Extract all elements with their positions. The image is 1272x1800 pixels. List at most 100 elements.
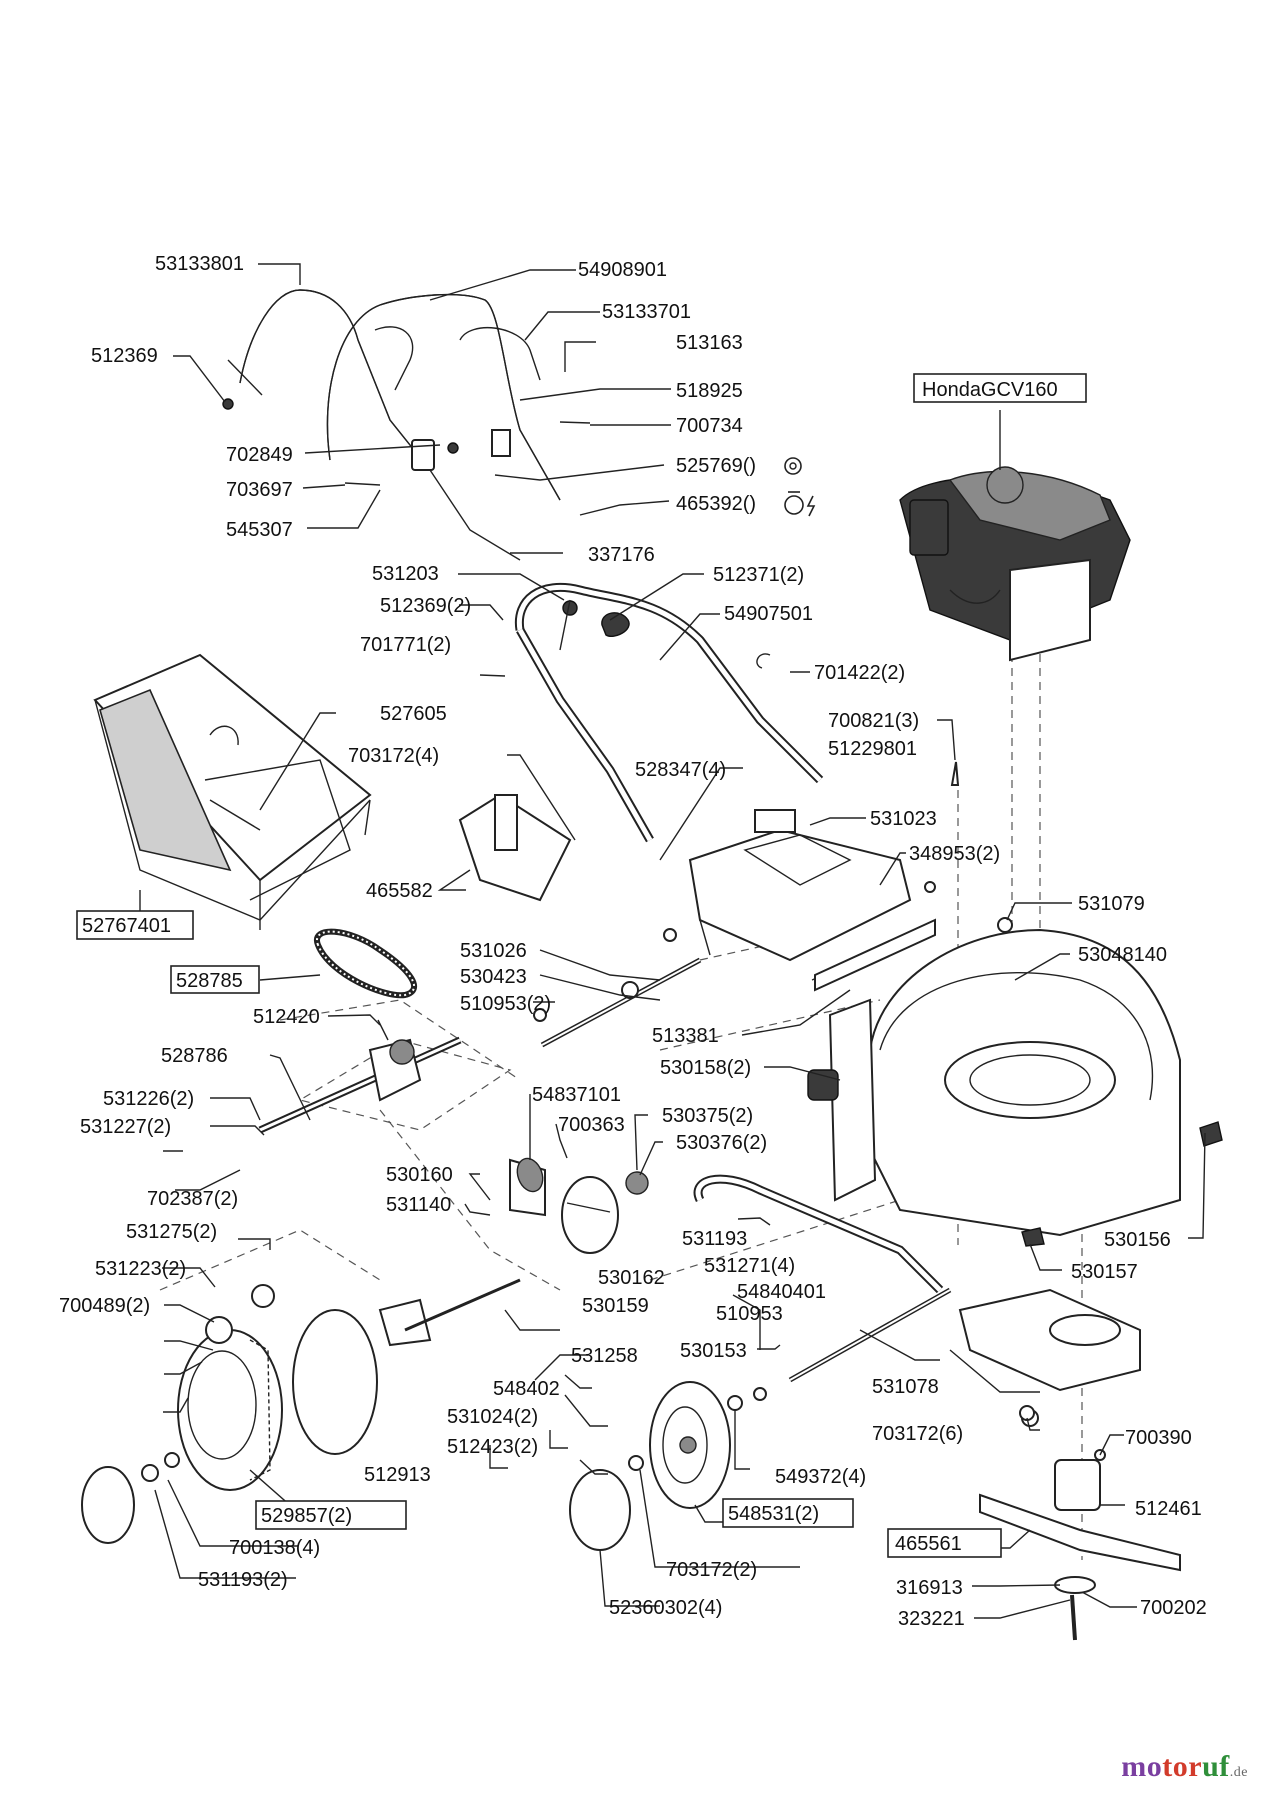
label-531258: 531258 <box>571 1345 638 1367</box>
label-530156: 530156 <box>1104 1229 1171 1251</box>
label-512913: 512913 <box>364 1464 431 1486</box>
label-465561: 465561 <box>895 1533 962 1555</box>
lower-handle <box>479 582 824 843</box>
label-531203: 531203 <box>372 563 439 585</box>
label-513381: 513381 <box>652 1025 719 1047</box>
blade-assembly <box>958 1288 1181 1641</box>
label-700734: 700734 <box>676 415 743 437</box>
mower-deck <box>811 918 1181 1237</box>
label-54908901: 54908901 <box>578 259 667 281</box>
label-510953-2: 510953(2) <box>460 993 551 1015</box>
label-531223-2: 531223(2) <box>95 1258 186 1280</box>
label-323221: 323221 <box>898 1608 965 1630</box>
label-700390: 700390 <box>1125 1427 1192 1449</box>
rear-wheel <box>81 1284 378 1544</box>
label-548531-2: 548531(2) <box>728 1503 819 1525</box>
label-525769: 525769() <box>676 455 756 477</box>
grass-catcher <box>93 653 372 930</box>
label-703697: 703697 <box>226 479 293 501</box>
engine <box>899 466 1131 662</box>
label-51229801: 51229801 <box>828 738 917 760</box>
label-465392: 465392() <box>676 493 756 515</box>
label-531271-4: 531271(4) <box>704 1255 795 1277</box>
label-701422-2: 701422(2) <box>814 662 905 684</box>
label-531140: 531140 <box>386 1194 451 1216</box>
front-wheel <box>569 1381 767 1551</box>
drive-belt <box>314 928 418 999</box>
drive-axle <box>258 957 702 1134</box>
label-53048140: 53048140 <box>1078 944 1167 966</box>
label-54907501: 54907501 <box>724 603 813 625</box>
label-700363: 700363 <box>558 1114 625 1136</box>
deck-cover <box>688 809 912 962</box>
label-52360302-4: 52360302(4) <box>609 1597 722 1619</box>
label-53133801: 53133801 <box>155 253 244 275</box>
label-545307: 545307 <box>226 519 293 541</box>
label-512371-2: 512371(2) <box>713 564 804 586</box>
label-530376-2: 530376(2) <box>676 1132 767 1154</box>
label-531275-2: 531275(2) <box>126 1221 217 1243</box>
label-518925: 518925 <box>676 380 743 402</box>
label-700202: 700202 <box>1140 1597 1207 1619</box>
upper-handle <box>222 289 591 561</box>
label-530162: 530162 <box>598 1267 665 1289</box>
label-512369-2: 512369(2) <box>380 595 471 617</box>
label-700821-3: 700821(3) <box>828 710 919 732</box>
label-531227-2: 531227(2) <box>80 1116 171 1138</box>
label-337176: 337176 <box>588 544 655 566</box>
boxed-labels <box>76 373 1087 1558</box>
label-530158-2: 530158(2) <box>660 1057 751 1079</box>
label-528786: 528786 <box>161 1045 228 1067</box>
label-530153: 530153 <box>680 1340 747 1362</box>
rear-flap <box>458 793 572 902</box>
label-528347-4: 528347(4) <box>635 759 726 781</box>
label-529857-2: 529857(2) <box>261 1505 352 1527</box>
label-531079: 531079 <box>1078 893 1145 915</box>
label-531026: 531026 <box>460 940 527 962</box>
label-702387-2: 702387(2) <box>147 1188 238 1210</box>
label-530157: 530157 <box>1071 1261 1138 1283</box>
label-531023: 531023 <box>870 808 937 830</box>
motoruf-logo: motoruf.de <box>1121 1750 1248 1783</box>
label-548402: 548402 <box>493 1378 560 1400</box>
label-528785: 528785 <box>176 970 243 992</box>
label-530159: 530159 <box>582 1295 649 1317</box>
label-530423: 530423 <box>460 966 527 988</box>
label-530375-2: 530375(2) <box>662 1105 753 1127</box>
label-53133701: 53133701 <box>602 301 691 323</box>
part-labels: 53133801 54908901 53133701 512369 513163… <box>59 253 1207 1630</box>
label-700138-4: 700138(4) <box>229 1537 320 1559</box>
ignition-icon <box>784 491 816 517</box>
label-465582: 465582 <box>366 880 433 902</box>
label-512423-2: 512423(2) <box>447 1436 538 1458</box>
label-54837101: 54837101 <box>532 1084 621 1106</box>
label-engine: HondaGCV160 <box>922 379 1058 401</box>
label-531024-2: 531024(2) <box>447 1406 538 1428</box>
label-700489-2: 700489(2) <box>59 1295 150 1317</box>
label-531193-2: 531193(2) <box>198 1569 288 1591</box>
label-531226-2: 531226(2) <box>103 1088 194 1110</box>
label-531193: 531193 <box>682 1228 747 1250</box>
label-701771-2: 701771(2) <box>360 634 451 656</box>
label-703172-6: 703172(6) <box>872 1423 963 1445</box>
label-702849: 702849 <box>226 444 293 466</box>
label-512369: 512369 <box>91 345 158 367</box>
flywheel-icon <box>784 457 802 475</box>
label-52767401: 52767401 <box>82 915 171 937</box>
label-348953-2: 348953(2) <box>909 843 1000 865</box>
label-531078: 531078 <box>872 1376 939 1398</box>
label-549372-4: 549372(4) <box>775 1466 866 1488</box>
label-703172-4: 703172(4) <box>348 745 439 767</box>
label-316913: 316913 <box>896 1577 963 1599</box>
label-512420: 512420 <box>253 1006 320 1028</box>
leader-lines <box>139 263 1206 1619</box>
label-512461: 512461 <box>1135 1498 1202 1520</box>
label-703172-2: 703172(2) <box>666 1559 757 1581</box>
label-530160: 530160 <box>386 1164 453 1186</box>
rear-wheel-hub-parts <box>378 1157 649 1347</box>
small-parts <box>533 653 1223 1461</box>
label-513163: 513163 <box>676 332 743 354</box>
label-510953: 510953 <box>716 1303 783 1325</box>
label-54840401: 54840401 <box>737 1281 826 1303</box>
